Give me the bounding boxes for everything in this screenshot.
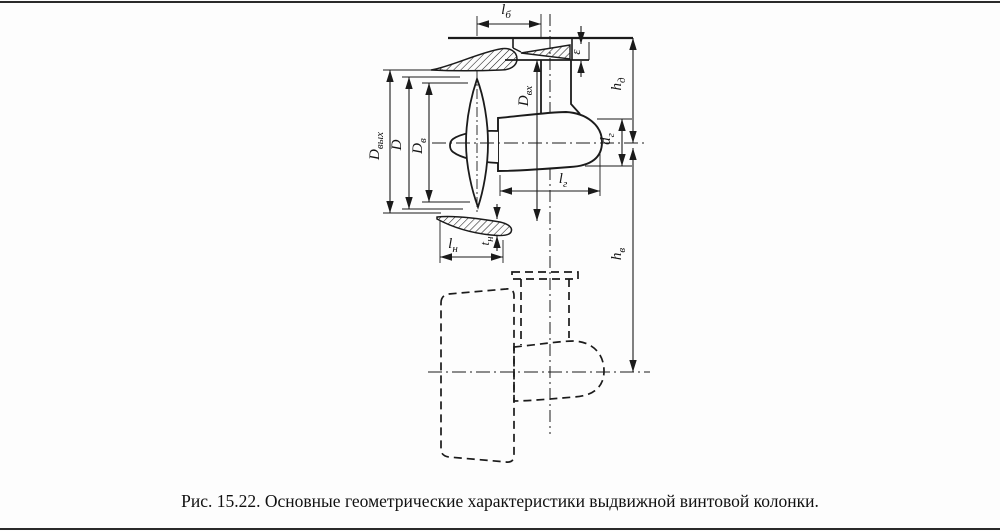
figure-caption: Рис. 15.22. Основные геометрические хара… <box>181 491 819 511</box>
pod-outline <box>497 111 603 172</box>
dim-label-l-b: lб <box>501 2 511 21</box>
dimension-group <box>383 14 637 372</box>
page-border-bottom <box>0 528 1000 530</box>
dim-label-D: D <box>389 139 405 151</box>
lowered-pod-outline <box>513 340 605 402</box>
recess-step <box>512 47 522 53</box>
dim-label-D-v: Dв <box>410 138 429 154</box>
dim-label-l-n: lн <box>448 236 458 255</box>
dim-label-D-vykh: Dвых <box>367 132 386 160</box>
dim-label-D-vkh: Dвх <box>516 85 535 107</box>
lower-view-group <box>440 271 605 463</box>
strut-right-edge <box>570 60 581 115</box>
dim-label-t-n: tн <box>477 236 496 246</box>
nozzle-top-profile-hatched <box>430 47 518 72</box>
dim-label-epsilon: ε <box>568 49 584 55</box>
seal-wedge-hatched <box>520 44 571 60</box>
dim-label-h-v: hв <box>609 247 628 261</box>
page-border-top <box>0 1 1000 3</box>
dim-label-l-g: lг <box>558 171 568 190</box>
dim-label-h-d: hд <box>609 77 628 91</box>
nozzle-bottom-profile-hatched <box>436 215 513 237</box>
lowered-flange-outline <box>511 271 579 280</box>
lowered-nozzle-outline <box>440 288 515 463</box>
dim-label-d-g: dг <box>598 133 617 145</box>
